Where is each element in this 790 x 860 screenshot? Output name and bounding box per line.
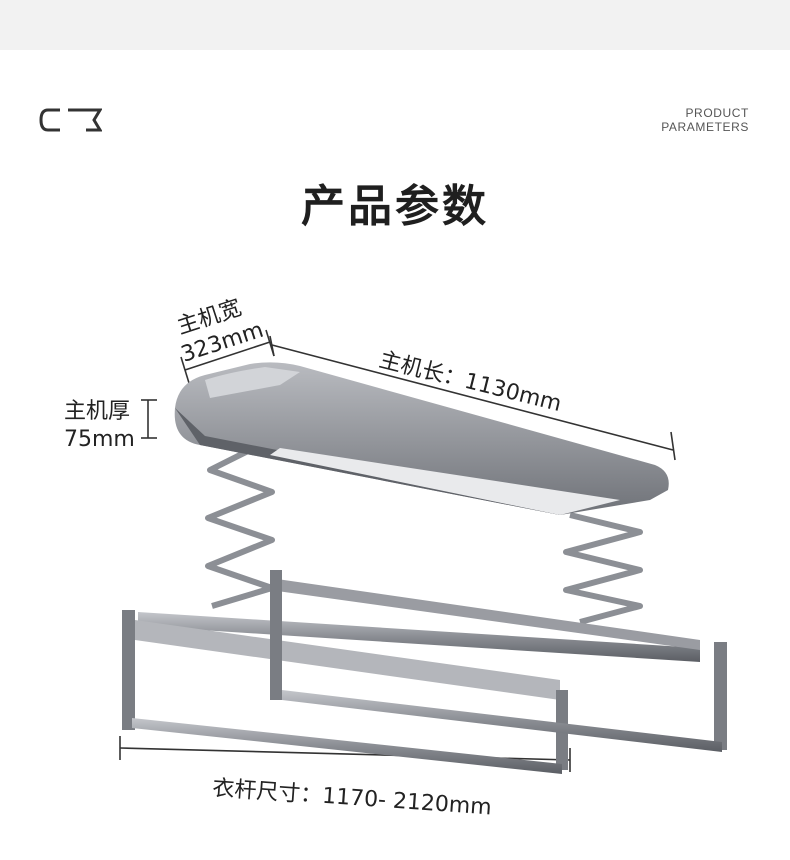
thickness-label: 主机厚	[64, 399, 130, 424]
drying-rack	[122, 570, 727, 774]
section-label-line1: PRODUCT	[685, 106, 749, 120]
top-band	[0, 0, 790, 50]
scissor-lift-left	[205, 437, 275, 609]
section-label: PRODUCT PARAMETERS	[661, 106, 749, 134]
main-unit	[174, 362, 669, 515]
rod-size-label: 衣杆尺寸：1170- 2120mm	[212, 776, 493, 820]
thickness-value: 75mm	[64, 427, 135, 452]
scissor-lift-right	[563, 512, 643, 625]
page-title: 产品参数	[301, 181, 489, 232]
section-label-line2: PARAMETERS	[661, 120, 749, 134]
brand-logo-icon	[39, 108, 102, 132]
